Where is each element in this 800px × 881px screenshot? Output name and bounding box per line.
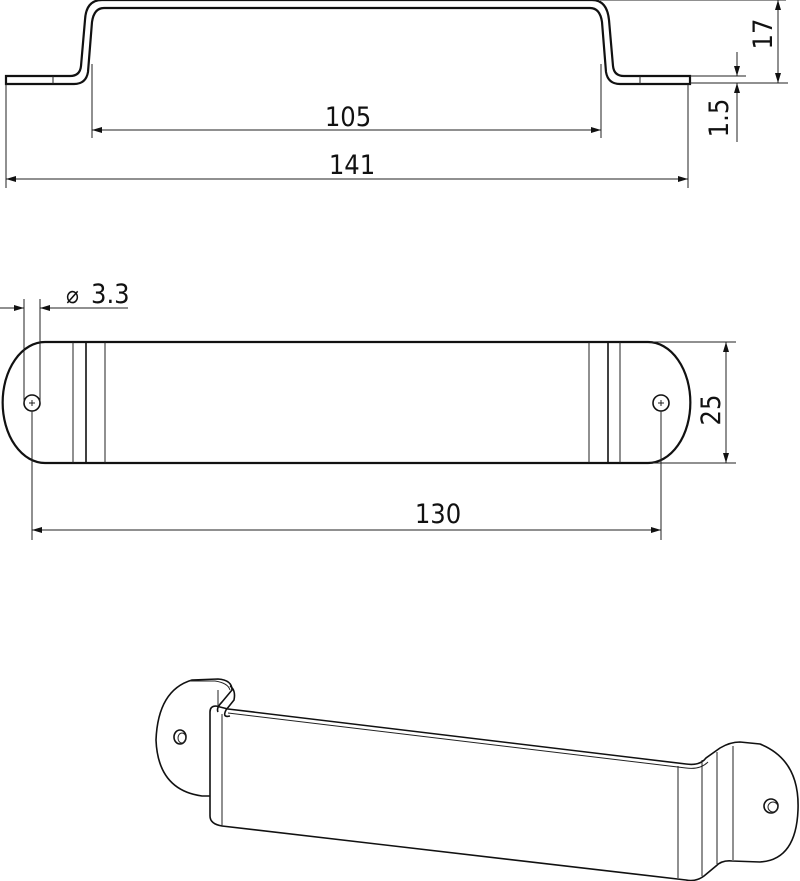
dim-17-label: 17 — [748, 19, 779, 50]
arrow-icon — [775, 73, 781, 83]
left-tab — [155, 678, 233, 797]
front-face — [209, 705, 799, 881]
side-profile-outer — [4, 0, 692, 86]
isometric-view — [155, 678, 799, 881]
arrow-icon — [651, 527, 661, 533]
arrow-icon — [6, 176, 16, 182]
dim-3.3-label: 3.3 — [91, 279, 130, 310]
dim-130-label: 130 — [415, 499, 461, 530]
top-view: ⌀ 3.3 25 130 — [0, 279, 736, 540]
arrow-icon — [734, 66, 740, 76]
arrow-icon — [32, 527, 42, 533]
left-bend — [223, 685, 236, 718]
dim-1.5-label: 1.5 — [704, 99, 735, 138]
arrow-icon — [775, 0, 781, 10]
side-view: 105 141 17 1.5 — [4, 0, 788, 188]
iso-hole-right-inner — [767, 801, 779, 813]
arrow-icon — [92, 127, 102, 133]
top-outline — [1, 340, 692, 465]
dim-141-label: 141 — [329, 150, 375, 181]
arrow-icon — [734, 83, 740, 93]
arrow-icon — [723, 342, 729, 352]
arrow-icon — [723, 453, 729, 463]
arrow-icon — [678, 176, 688, 182]
dim-105-label: 105 — [325, 102, 371, 133]
top-edge-inner — [227, 712, 709, 769]
iso-hole-left-inner — [177, 732, 187, 744]
left-tab-edge — [190, 680, 231, 691]
arrow-icon — [591, 127, 601, 133]
diameter-symbol-icon: ⌀ — [66, 281, 79, 309]
arrow-icon — [40, 305, 50, 311]
dim-25-label: 25 — [696, 395, 727, 426]
arrow-icon — [14, 305, 24, 311]
